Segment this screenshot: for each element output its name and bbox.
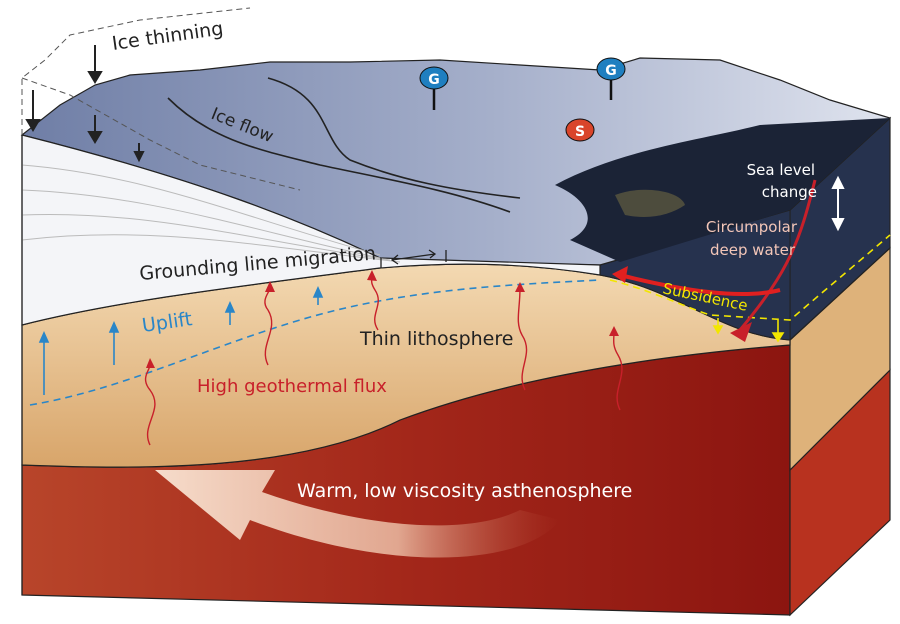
ice-front — [21, 134, 601, 326]
ocean-surface — [555, 118, 890, 262]
label-ice-thinning: Ice thinning — [111, 18, 225, 55]
label-sea-level-line2: change — [762, 183, 817, 201]
label-cdw-line2: deep water — [710, 241, 796, 259]
geothermal-flux-arrows — [144, 275, 623, 446]
asthenosphere-arrow — [155, 470, 560, 558]
island — [615, 189, 685, 217]
gps-marker: G — [419, 66, 449, 110]
label-cdw-line1: Circumpolar — [706, 218, 798, 236]
subsidence-arrows — [712, 318, 785, 343]
seismic-marker: S — [565, 118, 595, 142]
marker-letter: G — [605, 63, 617, 79]
uplift-line — [29, 279, 601, 406]
ice-thinning-arrows — [25, 45, 145, 163]
cdw-arrow — [738, 179, 817, 331]
grounding-line-arrow — [380, 249, 447, 268]
ice-flow-line — [267, 77, 521, 199]
ice-flow-line — [167, 97, 511, 213]
label-asthenosphere: Warm, low viscosity asthenosphere — [297, 480, 632, 502]
marker-letter: S — [575, 124, 585, 140]
marker-letter: G — [428, 72, 440, 88]
subsidence-line — [609, 234, 891, 321]
uplift-arrows — [38, 286, 324, 395]
sea-level-arrow — [831, 175, 845, 232]
label-thin-lithosphere: Thin lithosphere — [359, 328, 513, 350]
label-sea-level-line1: Sea level — [747, 161, 815, 179]
former-ice-outline — [21, 7, 251, 135]
label-high-geothermal-flux: High geothermal flux — [197, 376, 387, 397]
gps-marker: G — [596, 57, 626, 100]
